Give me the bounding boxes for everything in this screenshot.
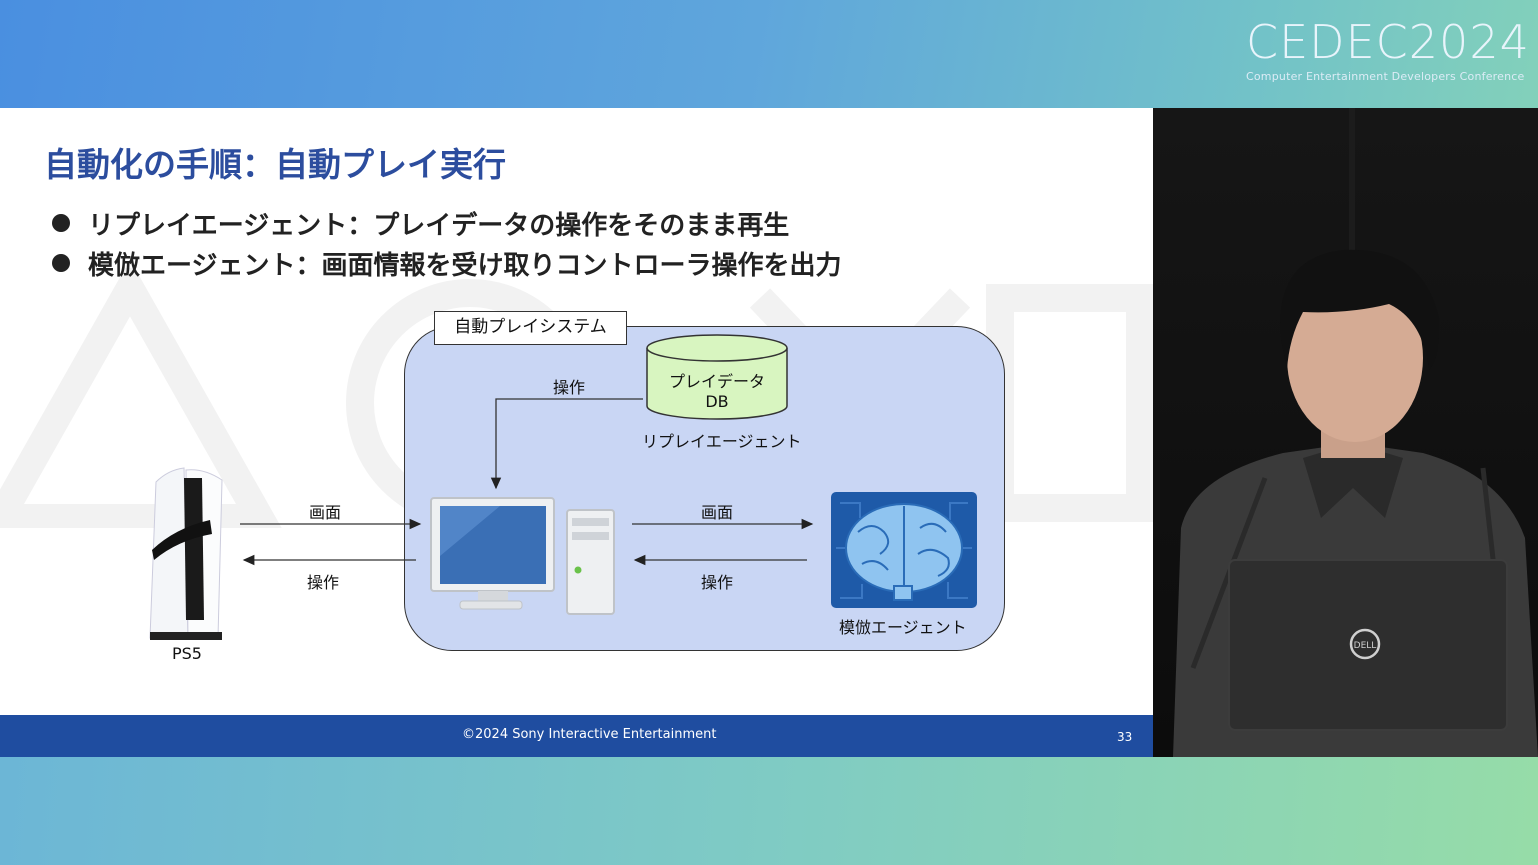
ps5-screen-label: 画面 — [309, 503, 342, 522]
svg-text:DELL: DELL — [1354, 641, 1377, 651]
bottom-background-band — [0, 757, 1538, 865]
bullet-dot-icon — [52, 254, 70, 272]
dell-logo-icon — [1349, 628, 1381, 660]
mimic-agent-label: 模倣エージェント — [839, 618, 967, 637]
database-label-line1: プレイデータ — [668, 372, 765, 391]
speaker-video-frame: DELL — [1153, 108, 1538, 757]
database-label-line2: DB — [705, 392, 729, 411]
cedec-logo: CEDEC2024 Computer Entertainment Develop… — [1246, 15, 1530, 88]
speaker-hair — [1280, 249, 1440, 370]
page-number: 33 — [1117, 730, 1133, 744]
database-icon — [646, 334, 788, 420]
logo-main-text: CEDEC2024 — [1246, 15, 1530, 69]
laptop — [1228, 559, 1508, 731]
system-label: 自動プレイシステム — [434, 311, 627, 345]
agent-screen-label: 画面 — [701, 503, 734, 522]
ps5-operation-label: 操作 — [307, 573, 340, 592]
agent-operation-label: 操作 — [701, 573, 734, 592]
bullet-text: 模倣エージェント：画面情報を受け取りコントローラ操作を出力 — [88, 250, 842, 281]
db-operation-label: 操作 — [553, 378, 586, 397]
bullet-item: 模倣エージェント：画面情報を受け取りコントローラ操作を出力 — [52, 243, 841, 283]
ps5-label: PS5 — [172, 644, 202, 663]
presentation-slide: 自動化の手順：自動プレイ実行 リプレイエージェント：プレイデータの操作をそのまま… — [0, 108, 1153, 757]
database-label: プレイデータ DB — [646, 372, 788, 412]
speaker-face — [1287, 274, 1423, 442]
bullet-item: リプレイエージェント：プレイデータの操作をそのまま再生 — [52, 203, 841, 243]
bullet-text: リプレイエージェント：プレイデータの操作をそのまま再生 — [88, 210, 790, 241]
slide-footer: ©2024 Sony Interactive Entertainment 33 — [0, 715, 1153, 757]
logo-sub-text: Computer Entertainment Developers Confer… — [1246, 70, 1525, 83]
slide-title: 自動化の手順：自動プレイ実行 — [44, 145, 506, 184]
bullet-dot-icon — [52, 214, 70, 232]
copyright-text: ©2024 Sony Interactive Entertainment — [462, 727, 717, 742]
bullet-list: リプレイエージェント：プレイデータの操作をそのまま再生 模倣エージェント：画面情… — [52, 203, 841, 283]
speaker-video: DELL — [1153, 108, 1538, 757]
replay-agent-label: リプレイエージェント — [642, 432, 802, 451]
